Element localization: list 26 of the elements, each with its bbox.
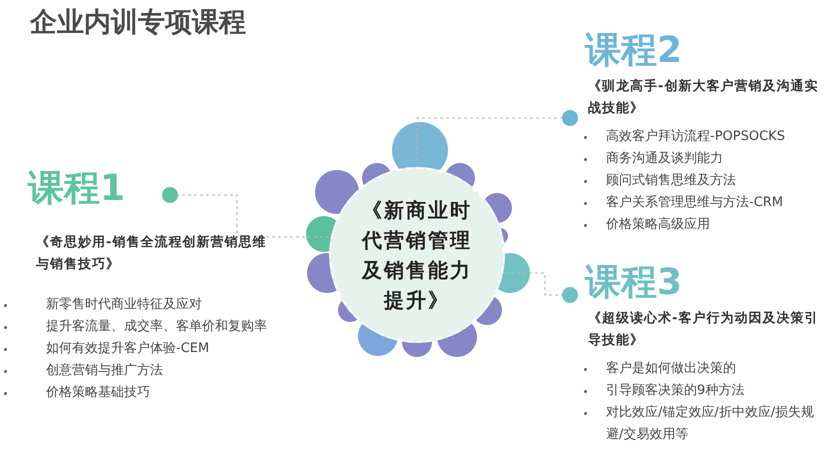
bullet-item: 价格策略高级应用 [580, 214, 830, 236]
bullet-item: 提升客流量、成交率、客单价和复购率 [0, 316, 316, 338]
connector-dot [562, 287, 578, 303]
bullet-item: 客户关系管理思维与方法-CRM [580, 192, 830, 214]
leader-line [504, 272, 562, 296]
bullet-item: 引导顾客决策的9种方法 [580, 380, 830, 402]
bullet-item: 新零售时代商业特征及应对 [0, 294, 316, 316]
page-title: 企业内训专项课程 [30, 6, 246, 40]
course-subtitle: 《驯龙高手-创新大客户营销及沟通实战技能》 [588, 78, 820, 118]
center-title: 《新商业时代营销管理及销售能力提升》 [360, 197, 473, 314]
course-heading: 课程1 [28, 168, 126, 210]
course-heading: 课程2 [585, 30, 684, 72]
bullet-item: 顾问式销售思维及方法 [580, 170, 830, 192]
bullet-item: 如何有效提升客户体验-CEM [0, 338, 316, 360]
bullet-item: 高效客户拜访流程-POPSOCKS [580, 126, 830, 148]
leader-line [416, 118, 562, 168]
course-heading: 课程3 [585, 262, 684, 304]
course-subtitle: 《奇思妙用-销售全流程创新营销思维与销售技巧》 [36, 234, 268, 274]
bullet-item: 创意营销与推广方法 [0, 360, 316, 382]
course-subtitle: 《超级读心术-客户行为动因及决策引导技能》 [588, 310, 820, 350]
bullet-item: 商务沟通及谈判能力 [580, 148, 830, 170]
bullet-item: 价格策略基础技巧 [0, 382, 316, 404]
connector-dot [562, 110, 578, 126]
bullet-item: 客户是如何做出决策的 [580, 358, 830, 380]
leader-line [178, 194, 330, 238]
bullet-item: 对比效应/锚定效应/折中效应/损失规避/交易效用等 [580, 402, 830, 446]
